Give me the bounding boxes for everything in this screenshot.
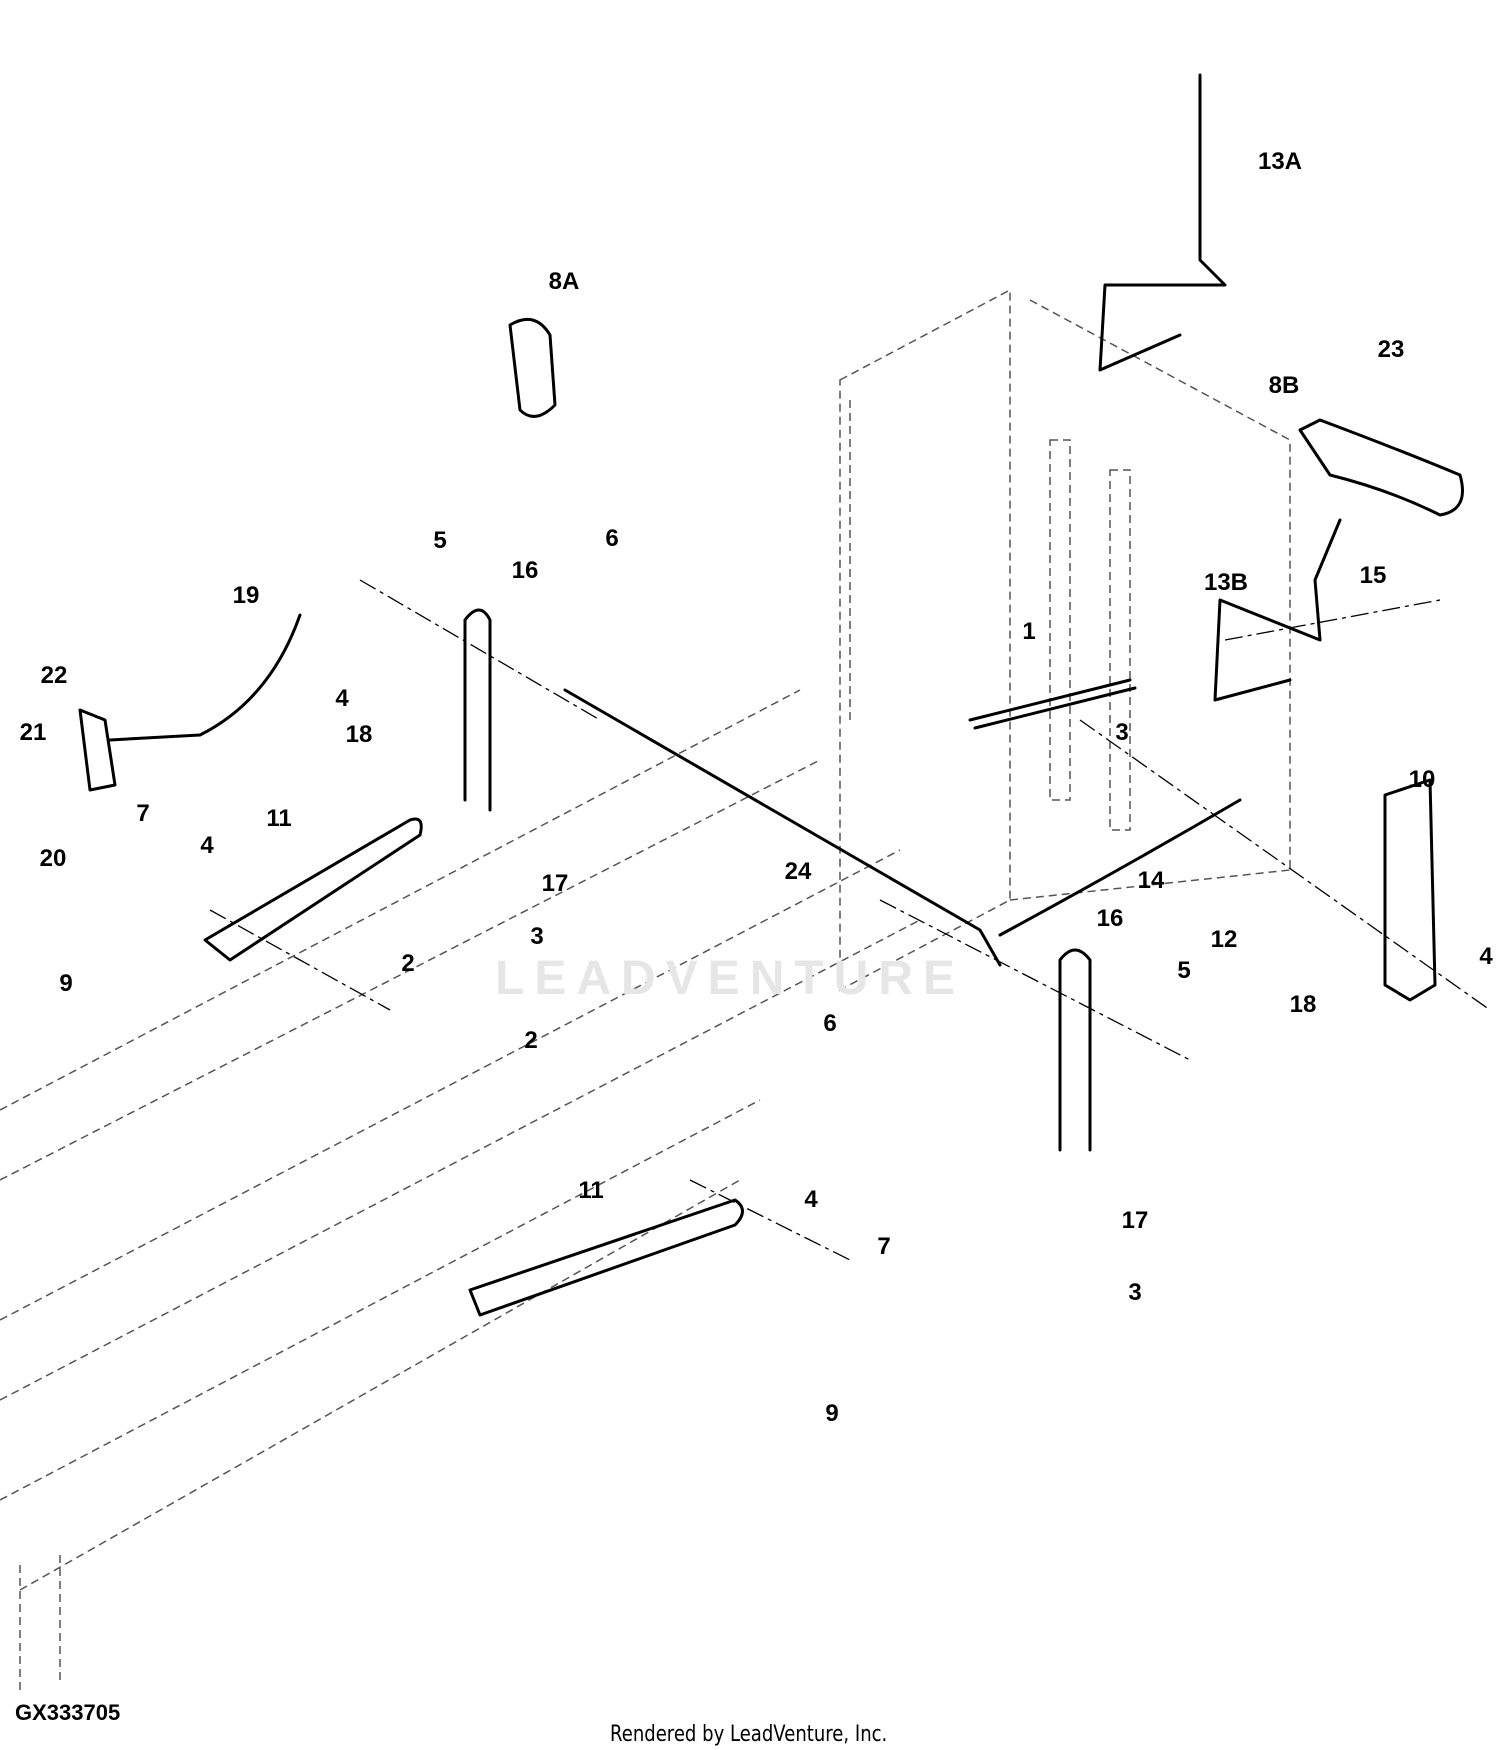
callout-4: 4 bbox=[335, 685, 349, 712]
knob-8a bbox=[508, 317, 557, 418]
part-shapes bbox=[78, 73, 1464, 1317]
callout-5: 5 bbox=[1177, 957, 1190, 984]
rod-16-lower bbox=[1058, 948, 1092, 1152]
callout-12: 12 bbox=[1211, 926, 1238, 953]
callout-7: 7 bbox=[136, 800, 149, 827]
callout-11: 11 bbox=[266, 805, 291, 832]
tractor-frame-outline bbox=[0, 288, 1291, 1690]
callout-24: 24 bbox=[785, 858, 812, 885]
callout-4: 4 bbox=[200, 832, 214, 859]
callout-1: 1 bbox=[1022, 618, 1035, 645]
figure-id: GX333705 bbox=[15, 1700, 121, 1725]
callout-7: 7 bbox=[877, 1233, 890, 1260]
callout-16: 16 bbox=[1097, 905, 1124, 932]
callout-6: 6 bbox=[823, 1010, 836, 1037]
callout-20: 20 bbox=[40, 845, 67, 872]
rod-14 bbox=[998, 798, 1242, 937]
callout-2: 2 bbox=[524, 1027, 537, 1054]
callout-19: 19 bbox=[233, 582, 260, 609]
lever-13b bbox=[1213, 518, 1342, 702]
link-11-upper bbox=[203, 817, 423, 962]
callout-23: 23 bbox=[1378, 336, 1405, 363]
callout-11: 11 bbox=[578, 1177, 603, 1204]
callout-13a: 13A bbox=[1258, 148, 1302, 175]
callout-4: 4 bbox=[804, 1186, 818, 1213]
callout-3: 3 bbox=[530, 923, 543, 950]
callout-17: 17 bbox=[542, 870, 569, 897]
callout-4: 4 bbox=[1479, 943, 1493, 970]
centerlines bbox=[209, 579, 1491, 1261]
rod-19 bbox=[108, 613, 302, 742]
callout-9: 9 bbox=[59, 970, 72, 997]
callout-14: 14 bbox=[1138, 867, 1165, 894]
callout-21: 21 bbox=[20, 719, 47, 746]
callout-18: 18 bbox=[1290, 991, 1317, 1018]
callout-17: 17 bbox=[1122, 1207, 1149, 1234]
callout-5: 5 bbox=[433, 527, 446, 554]
spring-1 bbox=[968, 678, 1137, 730]
callout-3: 3 bbox=[1115, 719, 1128, 746]
callout-10: 10 bbox=[1409, 766, 1436, 793]
rockshaft-24 bbox=[563, 688, 1002, 967]
link-11-lower bbox=[468, 1198, 744, 1317]
lever-13a bbox=[1098, 73, 1227, 372]
callout-8b: 8B bbox=[1269, 372, 1300, 399]
callout-9: 9 bbox=[825, 1400, 838, 1427]
rod-16-upper bbox=[463, 608, 492, 812]
callout-18: 18 bbox=[346, 721, 373, 748]
callout-8a: 8A bbox=[549, 268, 580, 295]
callout-6: 6 bbox=[605, 525, 618, 552]
callout-22: 22 bbox=[41, 662, 68, 689]
callout-16: 16 bbox=[512, 557, 539, 584]
callout-13b: 13B bbox=[1204, 569, 1248, 596]
bracket-10 bbox=[1383, 778, 1437, 1002]
watermark: LEADVENTURE bbox=[495, 952, 966, 1005]
callout-15: 15 bbox=[1360, 562, 1387, 589]
callout-2: 2 bbox=[401, 950, 414, 977]
bracket-22 bbox=[78, 708, 117, 792]
callout-3: 3 bbox=[1128, 1279, 1141, 1306]
render-credit: Rendered by LeadVenture, Inc. bbox=[610, 1722, 888, 1747]
grip-8b bbox=[1298, 418, 1464, 517]
